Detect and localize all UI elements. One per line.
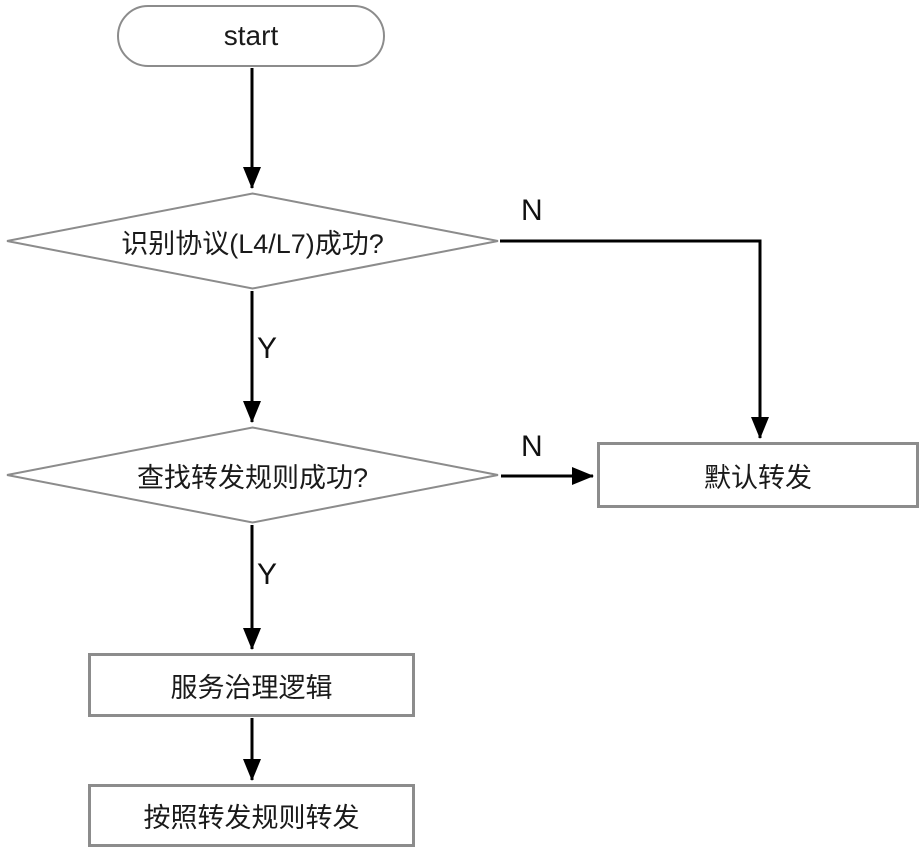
- decision-protocol-label: 识别协议(L4/L7)成功?: [121, 228, 384, 259]
- diamond-shape: [6, 426, 499, 524]
- decision-rule-label: 查找转发规则成功?: [136, 462, 369, 493]
- edge-label-y-protocol: Y: [257, 332, 278, 365]
- edge-decision-protocol-n-to-default-forward: [500, 239, 769, 439]
- edge-label-n-rule: N: [521, 430, 543, 463]
- diamond-shape: [6, 192, 499, 290]
- forward-by-rule-node: 按照转发规则转发: [88, 784, 415, 847]
- forward-by-rule-label: 按照转发规则转发: [143, 803, 360, 833]
- edge-label-n-protocol: N: [521, 194, 543, 227]
- edge-label-y-rule: Y: [257, 558, 278, 591]
- service-governance-node: 服务治理逻辑: [88, 653, 415, 717]
- start-node: start: [117, 5, 385, 67]
- start-node-label: start: [223, 20, 279, 51]
- default-forward-label: 默认转发: [704, 462, 812, 493]
- default-forward-node: 默认转发: [597, 442, 919, 508]
- decision-rule-node: 查找转发规则成功?: [5, 426, 500, 524]
- service-governance-label: 服务治理逻辑: [170, 672, 333, 703]
- decision-protocol-node: 识别协议(L4/L7)成功?: [5, 192, 500, 290]
